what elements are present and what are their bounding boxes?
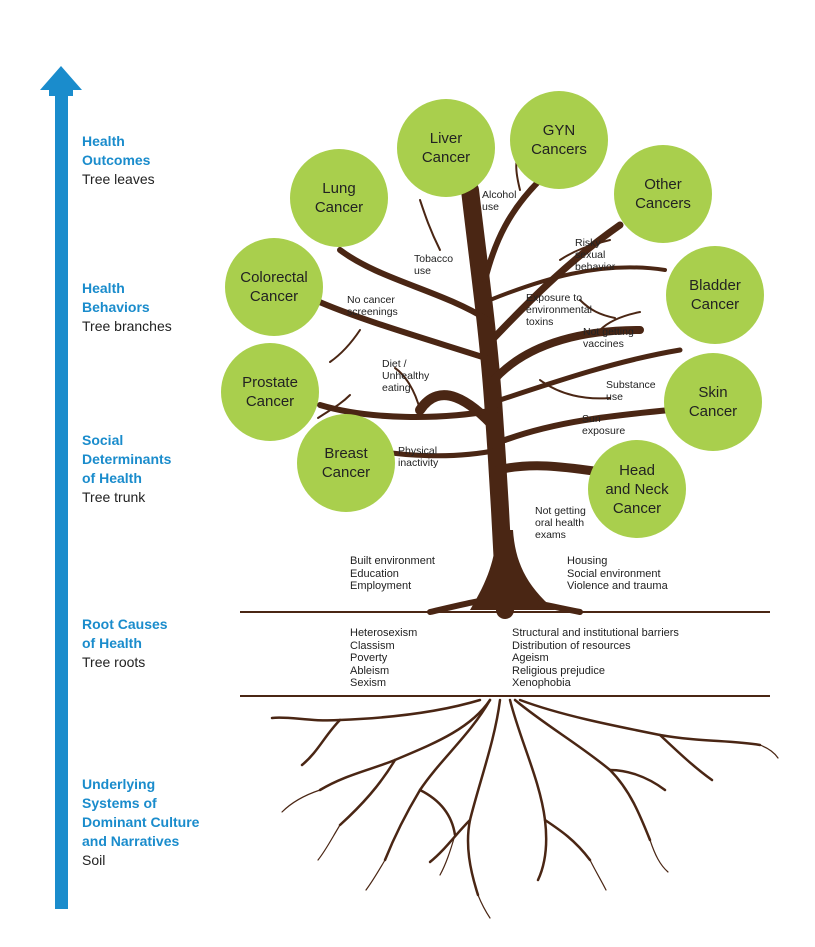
roots-left-list: Heterosexism Classism Poverty Ableism Se…: [350, 627, 417, 690]
list-item: Violence and trauma: [567, 580, 668, 592]
level-subtitle: Tree branches: [82, 318, 172, 334]
list-item: Distribution of resources: [512, 639, 631, 652]
list-item: Xenophobia: [512, 677, 571, 689]
leaf-gyn-cancers: GYN Cancers: [510, 91, 608, 189]
level-title: Health Behaviors: [82, 280, 150, 315]
level-subtitle: Soil: [82, 852, 106, 868]
list-item: Ableism: [350, 664, 390, 677]
list-item: Ageism: [512, 652, 549, 664]
level-underlying-systems: Underlying Systems of Dominant Culture a…: [82, 775, 262, 870]
leaf-liver-cancer: Liver Cancer: [397, 99, 495, 197]
list-item: Religious prejudice: [512, 664, 605, 677]
trunk-right-list: Housing Social environment Violence and …: [567, 555, 668, 593]
behavior-risky-sexual: Risky sexual behavior: [575, 237, 616, 273]
leaf-lung-cancer: Lung Cancer: [290, 149, 388, 247]
level-subtitle: Tree trunk: [82, 489, 146, 505]
behavior-sun-exposure: Sun exposure: [582, 413, 626, 437]
tree-roots: [270, 698, 762, 897]
roots-right-list: Structural and institutional barriers Di…: [512, 627, 679, 690]
leaf-bladder-cancer: Bladder Cancer: [666, 246, 764, 344]
list-item: Built environment: [350, 555, 435, 567]
list-item: Social environment: [567, 567, 661, 580]
level-subtitle: Tree leaves: [82, 171, 155, 187]
behavior-alcohol-use: Alcohol use: [482, 189, 517, 213]
list-item: Sexism: [350, 677, 387, 689]
list-item: Structural and institutional barriers: [512, 627, 679, 639]
list-item: Employment: [350, 580, 412, 592]
leaf-head-neck-cancer: Head and Neck Cancer: [588, 440, 686, 538]
behavior-substance-use: Substance use: [606, 379, 656, 403]
level-title: Underlying Systems of Dominant Culture a…: [82, 776, 200, 849]
level-health-behaviors: Health Behaviors Tree branches: [82, 279, 262, 336]
list-item: Education: [350, 567, 399, 580]
level-title: Social Determinants of Health: [82, 432, 172, 486]
leaf-prostate-cancer: Prostate Cancer: [221, 343, 319, 441]
level-health-outcomes: Health Outcomes Tree leaves: [82, 132, 262, 189]
leaf-skin-cancer: Skin Cancer: [664, 353, 762, 451]
behavior-tobacco-use: Tobacco use: [414, 253, 454, 277]
list-item: Poverty: [350, 652, 388, 664]
behavior-environmental-toxins: Exposure to environmental toxins: [526, 292, 592, 328]
level-title: Root Causes of Health: [82, 616, 168, 651]
leaf-breast-cancer: Breast Cancer: [297, 414, 395, 512]
leaf-colorectal-cancer: Colorectal Cancer: [225, 238, 323, 336]
behavior-no-vaccines: Not getting vaccines: [583, 326, 634, 350]
list-item: Housing: [567, 555, 608, 567]
list-item: Heterosexism: [350, 627, 418, 639]
list-item: Classism: [350, 639, 395, 652]
behavior-diet: Diet / Unhealthy eating: [382, 358, 430, 394]
trunk-left-list: Built environment Education Employment: [350, 555, 435, 593]
level-subtitle: Tree roots: [82, 654, 146, 670]
behavior-oral-health: Not getting oral health exams: [535, 505, 586, 541]
level-social-determinants: Social Determinants of Health Tree trunk: [82, 431, 262, 507]
level-title: Health Outcomes: [82, 133, 151, 168]
leaf-other-cancers: Other Cancers: [614, 145, 712, 243]
behavior-physical-inactivity: Physical inactivity: [398, 445, 439, 469]
behavior-no-screenings: No cancer screenings: [347, 294, 398, 318]
level-root-causes: Root Causes of Health Tree roots: [82, 615, 262, 672]
